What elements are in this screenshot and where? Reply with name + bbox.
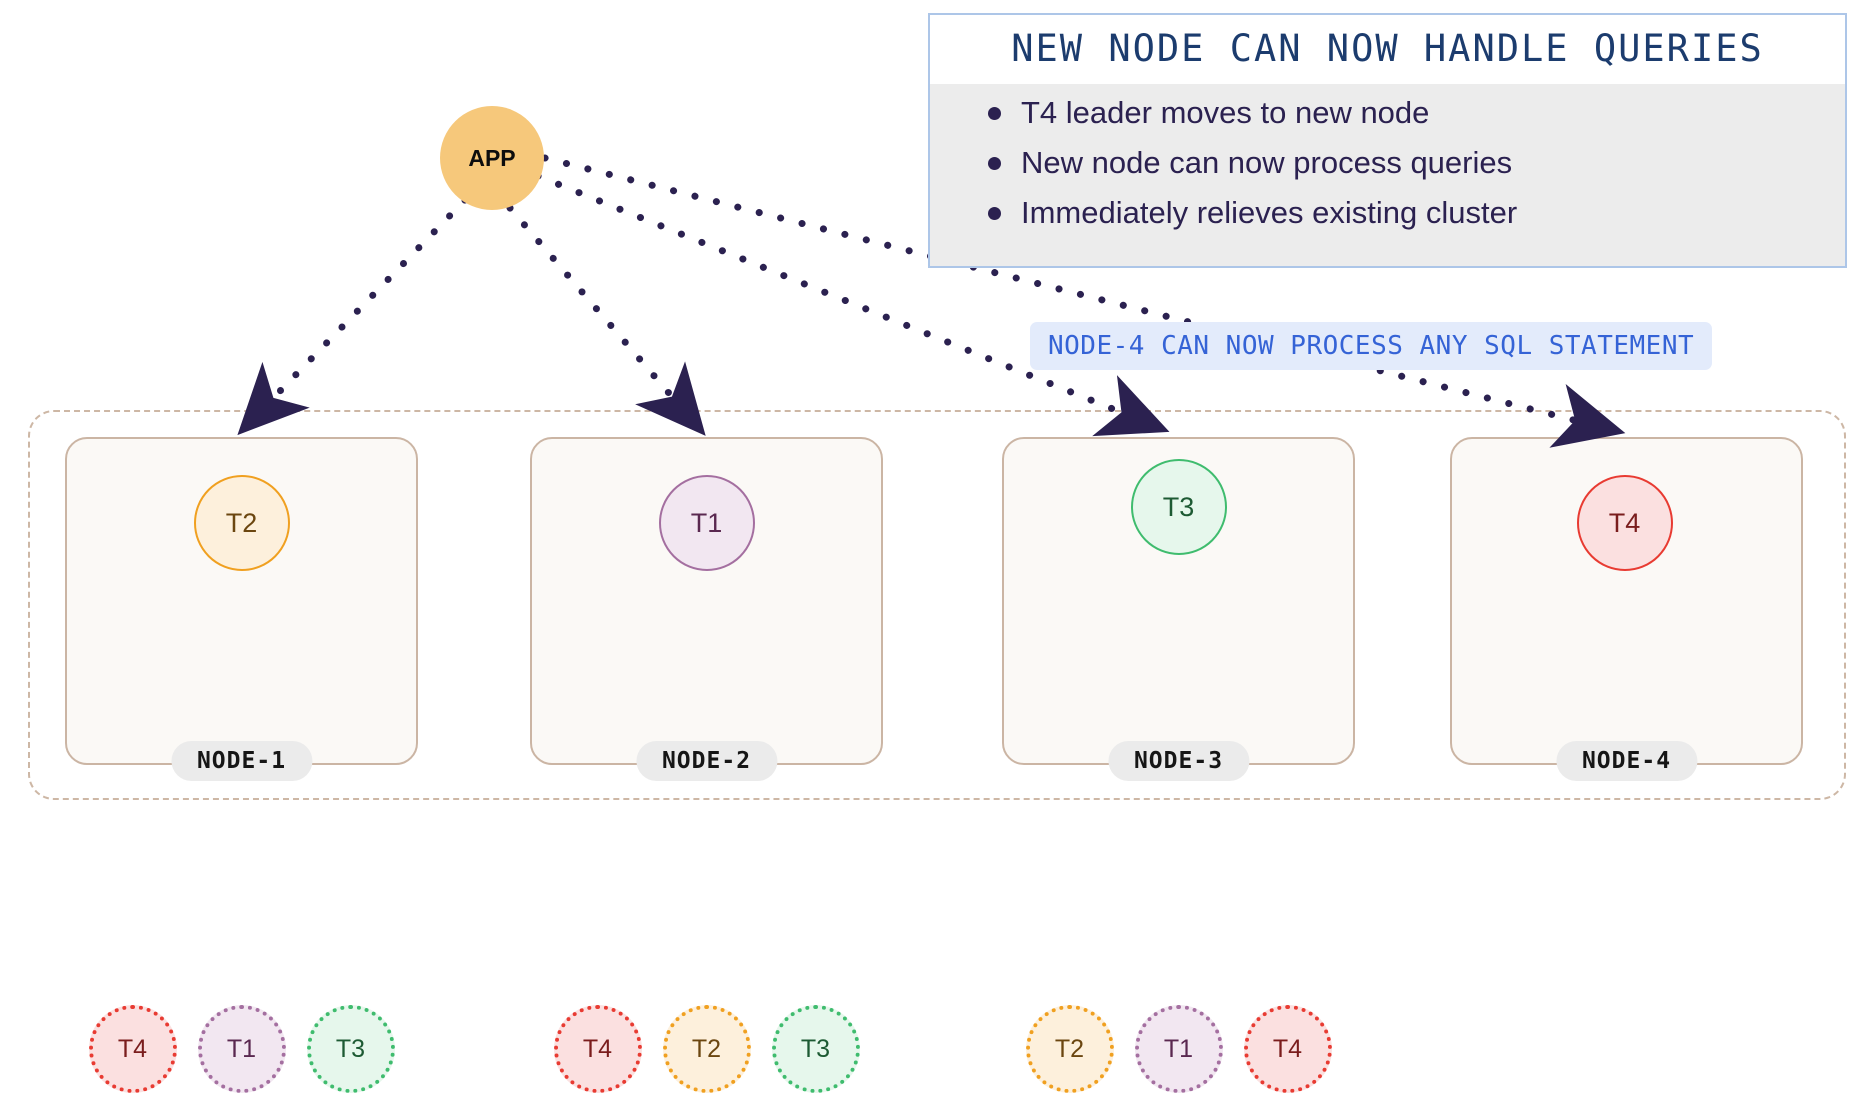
node-label: NODE-4 xyxy=(1555,741,1698,781)
follower-tablet-t1[interactable]: T1 xyxy=(1134,1005,1223,1093)
follower-tablet-t1[interactable]: T1 xyxy=(197,1005,286,1093)
tablet-label: T3 xyxy=(335,1034,366,1063)
bullet-dot-icon xyxy=(988,206,1001,220)
callout-bullet-item: T4 leader moves to new node xyxy=(930,88,1845,138)
callout-bullet-text: New node can now process queries xyxy=(1021,145,1513,181)
callout-title: NEW NODE CAN NOW HANDLE QUERIES xyxy=(1011,27,1764,70)
bullet-dot-icon xyxy=(988,156,1001,170)
tablet-label: T1 xyxy=(1163,1034,1194,1063)
app-node[interactable]: APP xyxy=(440,106,544,210)
sql-statement-banner: NODE-4 CAN NOW PROCESS ANY SQL STATEMENT xyxy=(1030,322,1713,370)
callout-bullet-item: Immediately relieves existing cluster xyxy=(930,188,1845,238)
bullet-dot-icon xyxy=(988,106,1001,120)
tablet-label: T2 xyxy=(1054,1034,1085,1063)
tablet-label: T3 xyxy=(800,1034,831,1063)
arrow-app-to-node-2 xyxy=(506,204,706,436)
callout-bullet-item: New node can now process queries xyxy=(930,138,1845,188)
tablet-label: T4 xyxy=(1608,507,1641,538)
node-label: NODE-2 xyxy=(635,741,778,781)
arrow-app-to-node-1 xyxy=(237,196,469,436)
callout-box: NEW NODE CAN NOW HANDLE QUERIES T4 leade… xyxy=(928,13,1847,268)
follower-tablet-t3[interactable]: T3 xyxy=(771,1005,860,1093)
leader-tablet-t4[interactable]: T4 xyxy=(1576,475,1673,571)
tablet-label: T3 xyxy=(1162,491,1195,522)
tablet-label: T1 xyxy=(226,1034,257,1063)
node-label: NODE-3 xyxy=(1107,741,1250,781)
follower-tablet-t4[interactable]: T4 xyxy=(1243,1005,1332,1093)
node-label: NODE-1 xyxy=(170,741,313,781)
follower-tablet-t2[interactable]: T2 xyxy=(1025,1005,1114,1093)
callout-bullet-text: T4 leader moves to new node xyxy=(1021,95,1430,130)
tablet-label: T4 xyxy=(582,1034,613,1063)
follower-tablet-t3[interactable]: T3 xyxy=(306,1005,395,1093)
follower-tablet-t4[interactable]: T4 xyxy=(553,1005,642,1093)
tablet-label: T4 xyxy=(1272,1034,1303,1063)
app-node-label: APP xyxy=(468,144,516,171)
tablet-label: T2 xyxy=(691,1034,722,1063)
follower-tablet-t2[interactable]: T2 xyxy=(662,1005,751,1093)
leader-tablet-t1[interactable]: T1 xyxy=(658,475,755,571)
tablet-label: T4 xyxy=(117,1034,148,1063)
tablet-label: T1 xyxy=(690,507,723,538)
leader-tablet-t3[interactable]: T3 xyxy=(1130,459,1227,555)
follower-tablet-t4[interactable]: T4 xyxy=(88,1005,177,1093)
sql-statement-text: NODE-4 CAN NOW PROCESS ANY SQL STATEMENT xyxy=(1048,331,1695,361)
tablet-label: T2 xyxy=(225,507,258,538)
leader-tablet-t2[interactable]: T2 xyxy=(193,475,290,571)
node-box-node-4[interactable]: NODE-4 xyxy=(1450,437,1803,781)
callout-bullet-text: Immediately relieves existing cluster xyxy=(1021,195,1518,231)
